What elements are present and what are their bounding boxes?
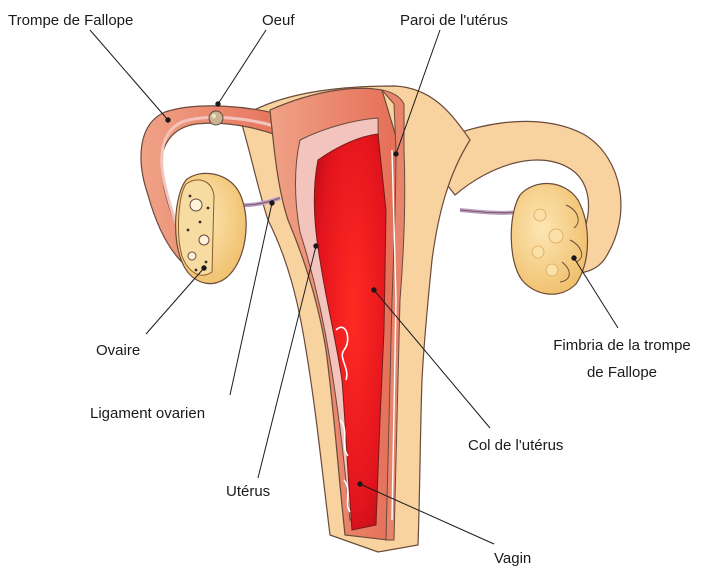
label-trompe-de-fallope: Trompe de Fallope (8, 12, 133, 29)
label-fimbria-line2: de Fallope (587, 364, 657, 381)
label-paroi-uterus: Paroi de l'utérus (400, 12, 508, 29)
label-fimbria-line1: Fimbria de la trompe (553, 337, 691, 354)
right-ovary (511, 184, 587, 295)
label-vagin: Vagin (494, 550, 531, 567)
label-oeuf: Oeuf (262, 12, 295, 29)
egg (209, 111, 223, 125)
label-ovaire: Ovaire (96, 342, 140, 359)
label-ligament-ovarien: Ligament ovarien (90, 405, 205, 422)
label-col-uterus: Col de l'utérus (468, 437, 563, 454)
left-ovary (176, 173, 247, 283)
label-uterus: Utérus (226, 483, 270, 500)
